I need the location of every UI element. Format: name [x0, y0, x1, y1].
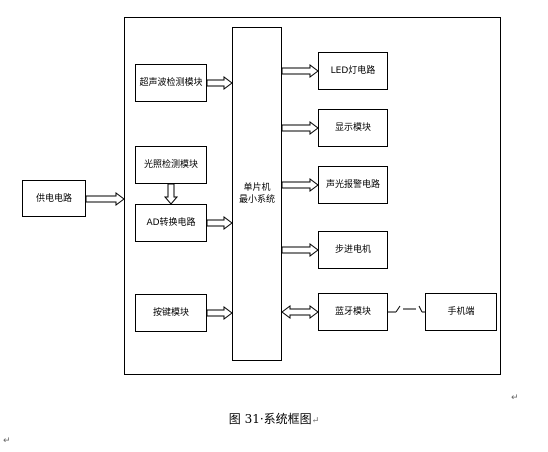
- block-keys: 按键模块: [135, 294, 207, 332]
- block-phone: 手机端: [425, 293, 497, 331]
- block-led-label: LED灯电路: [330, 66, 376, 76]
- block-display: 显示模块: [318, 109, 388, 147]
- block-keys-label: 按键模块: [152, 308, 189, 318]
- block-motor-label: 步进电机: [334, 245, 371, 255]
- block-ad-label: AD转换电路: [146, 218, 196, 228]
- arrow-mcu-to-alarm: [281, 178, 319, 192]
- block-motor: 步进电机: [318, 231, 388, 269]
- block-light-label: 光照检测模块: [143, 160, 198, 170]
- block-alarm-label: 声光报警电路: [325, 180, 380, 190]
- paragraph-mark-caption: ↵: [311, 416, 320, 426]
- figure-caption: 图 31·系统框图↵: [0, 410, 548, 427]
- wireless-link: [388, 305, 425, 313]
- block-display-label: 显示模块: [334, 123, 371, 133]
- arrow-mcu-to-led: [281, 64, 319, 78]
- block-alarm: 声光报警电路: [318, 166, 388, 204]
- block-power-label: 供电电路: [35, 193, 72, 204]
- block-ultrasonic: 超声波检测模块: [135, 64, 207, 102]
- block-phone-label: 手机端: [447, 307, 475, 317]
- arrow-keys-to-mcu: [206, 306, 233, 320]
- arrow-light-to-ad: [163, 183, 179, 205]
- block-mcu: 单片机 最小系统: [232, 27, 282, 361]
- wireless-link-segment: [395, 305, 401, 313]
- system-frame: [124, 17, 501, 375]
- arrow-power-to-system: [85, 192, 125, 206]
- block-ultrasonic-label: 超声波检测模块: [139, 78, 203, 88]
- block-led: LED灯电路: [318, 52, 388, 90]
- block-bluetooth: 蓝牙模块: [318, 293, 388, 331]
- wireless-link-segment: [418, 305, 423, 313]
- figure-caption-text: 图 31·系统框图: [228, 412, 312, 426]
- arrow-mcu-to-display: [281, 121, 319, 135]
- block-ad: AD转换电路: [135, 204, 207, 242]
- block-light: 光照检测模块: [135, 146, 207, 184]
- block-mcu-label-2: 最小系统: [238, 195, 275, 205]
- block-power: 供电电路: [22, 180, 86, 217]
- block-mcu-label-1: 单片机: [243, 183, 271, 193]
- block-bluetooth-label: 蓝牙模块: [334, 307, 371, 317]
- paragraph-mark-left: ↵: [3, 436, 11, 446]
- arrow-mcu-to-motor: [281, 243, 319, 257]
- arrow-ad-to-mcu: [206, 216, 233, 230]
- arrow-ultrasonic-to-mcu: [206, 76, 233, 90]
- paragraph-mark-right: ↵: [511, 393, 519, 403]
